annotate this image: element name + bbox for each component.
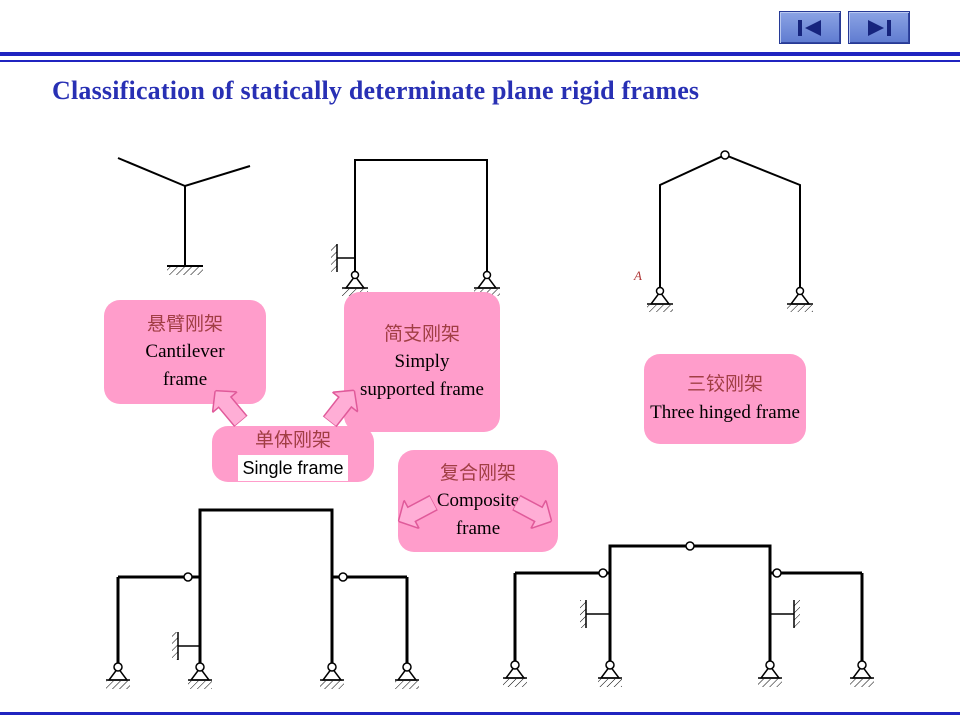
page-title: Classification of statically determinate… [52, 76, 700, 105]
top-divider-thin [0, 60, 960, 62]
label-en: Single frame [238, 454, 348, 481]
simply-supported-label: 简支刚架 Simply supported frame [344, 292, 500, 432]
label-en: Three hinged frame [650, 402, 800, 423]
back-button[interactable] [779, 11, 841, 44]
arrow-to-simply-supported-icon [322, 389, 359, 428]
label-en: Cantilever frame [145, 341, 225, 390]
simply-supported-frame-diagram [331, 159, 500, 296]
arrow-to-cantilever-icon [211, 389, 249, 428]
back-icon [798, 19, 821, 36]
support-label-a: A [633, 268, 642, 283]
label-zh: 简支刚架 [383, 323, 460, 345]
cantilever-label: 悬臂刚架 Cantilever frame [104, 300, 266, 404]
single-frame-label: 单体刚架 Single frame [212, 426, 374, 482]
composite-frame-diagram-right [503, 541, 874, 687]
label-zh: 单体刚架 [254, 430, 331, 452]
bottom-divider [0, 712, 960, 715]
three-hinged-label: 三铰刚架 Three hinged frame [644, 354, 806, 444]
arrow-to-composite-left-icon [397, 494, 439, 530]
label-en: Simply supported frame [360, 351, 484, 400]
cantilever-frame-diagram [117, 157, 251, 275]
three-hinged-frame-diagram: A [633, 150, 813, 312]
composite-frame-diagram-left [106, 508, 419, 689]
forward-button[interactable] [848, 11, 910, 44]
label-en: Composite frame [436, 490, 520, 539]
nav-buttons [779, 11, 910, 44]
label-zh: 悬臂刚架 [146, 313, 223, 335]
top-divider-thick [0, 52, 960, 56]
label-zh: 三铰刚架 [686, 374, 763, 396]
label-zh: 复合刚架 [439, 462, 516, 484]
forward-icon [868, 19, 891, 36]
arrow-to-composite-right-icon [511, 494, 553, 530]
